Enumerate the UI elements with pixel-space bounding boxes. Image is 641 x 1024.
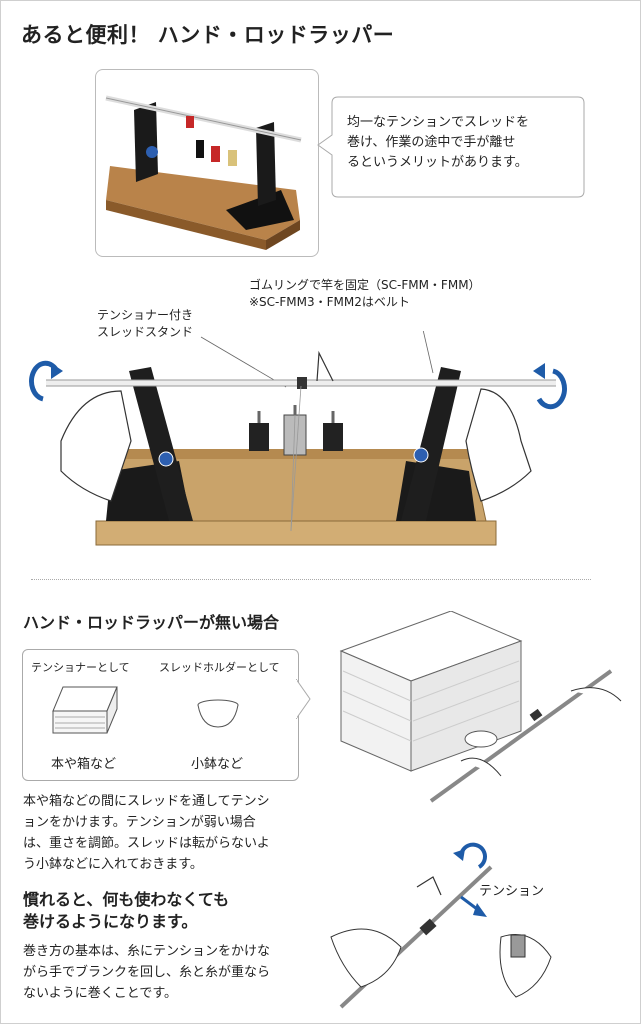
book-item-label: 本や箱など [51, 757, 117, 772]
intro-line: るというメリットがあります。 [347, 155, 528, 170]
used-heading: 慣れると、何も使わなくても 巻けるようになります。 [23, 890, 230, 931]
rod-wrapper-illustration [29, 331, 567, 546]
alt-box-pointer [296, 679, 311, 719]
section-divider [31, 579, 591, 580]
without-title: ハンド・ロッドラッパーが無い場合 [23, 613, 280, 632]
holder-alt-label: スレッドホルダーとして [159, 661, 280, 674]
used-paragraph: 巻き方の基本は、糸にテンションをかけな がら手でブランクを回し、糸と糸が重なら … [23, 944, 271, 1001]
book-icon [52, 686, 118, 734]
bowl-icon [197, 699, 239, 728]
intro-text: 均一なテンションでスレッドを 巻け、作業の途中で手が離せ るというメリットがあり… [347, 113, 567, 173]
tension-label: テンション [479, 884, 545, 899]
intro-line: 均一なテンションでスレッドを [347, 115, 530, 130]
speech-bubble [317, 96, 585, 198]
rotation-arrow-right [536, 368, 567, 410]
intro-line: 巻け、作業の途中で手が離せ [347, 135, 516, 150]
tensioner-leader [200, 336, 287, 388]
rubber-leader [422, 331, 434, 374]
tensioner-alt-label: テンショナーとして [31, 661, 130, 674]
right-hand [465, 388, 532, 502]
rotation-arrow-icon [458, 842, 487, 869]
tensioner-label: テンショナー付き スレッドスタンド [97, 308, 194, 339]
product-photo [95, 69, 319, 257]
bowl-item-label: 小鉢など [191, 757, 244, 772]
left-hand [60, 390, 132, 502]
box-method-illustration [339, 611, 622, 803]
page-title: あると便利！ ハンド・ロッドラッパー [21, 23, 395, 47]
without-paragraph: 本や箱などの間にスレッドを通してテンシ ョンをかけます。テンションが弱い場合 は… [23, 794, 270, 872]
rubber-ring-label: ゴムリングで竿を固定（SC-FMM・FMM） ※SC-FMM3・FMM2はベルト [249, 278, 481, 309]
hand-wrapping-illustration [330, 842, 552, 1009]
rod-wrapper-photo [105, 95, 302, 250]
